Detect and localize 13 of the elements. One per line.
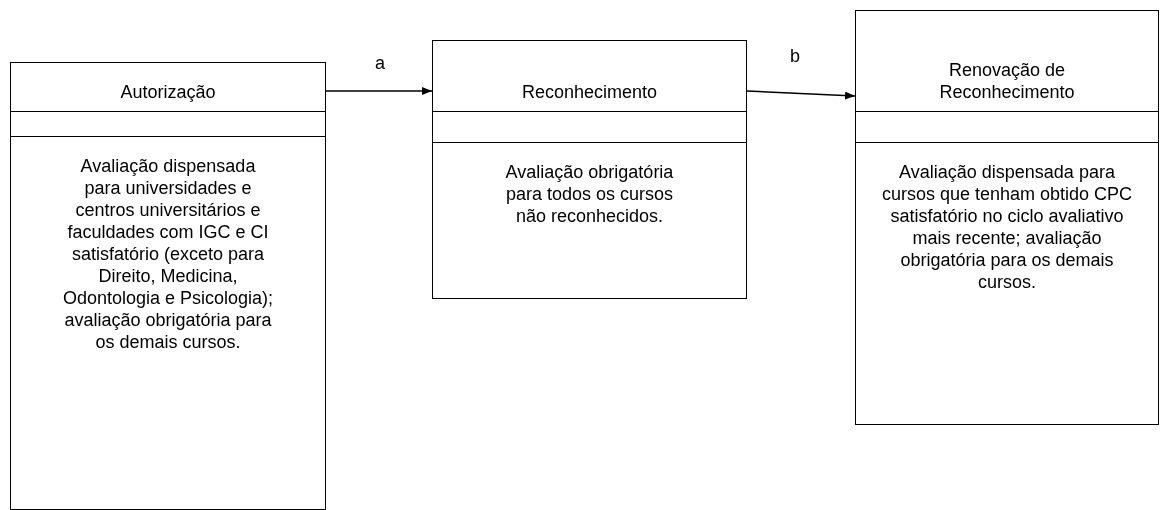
box-description: Avaliação dispensada para universidades e centros universitários e faculdades com IGC e CI satisfatório (exceto para Direito, Medicina, Odontologia e Psicologia); avaliação obrigatória para os demais cursos. bbox=[61, 155, 275, 353]
arrow bbox=[325, 87, 433, 95]
edge-label: b bbox=[790, 46, 800, 66]
process-box bbox=[10, 62, 326, 510]
edge-label: a bbox=[375, 53, 385, 73]
box-title: Renovação de Reconhecimento bbox=[938, 59, 1076, 103]
box-description: Avaliação obrigatória para todos os cursos não reconhecidos. bbox=[504, 161, 675, 227]
process-box bbox=[432, 40, 747, 299]
arrow bbox=[746, 90, 856, 100]
box-description: Avaliação dispensada para cursos que tenham obtido CPC satisfatório no ciclo avaliativo mais recente; avaliação obrigatória para os demais cursos. bbox=[880, 161, 1134, 293]
box-title: Reconhecimento bbox=[521, 81, 658, 103]
process-box bbox=[855, 10, 1159, 425]
box-title: Autorização bbox=[120, 81, 216, 103]
